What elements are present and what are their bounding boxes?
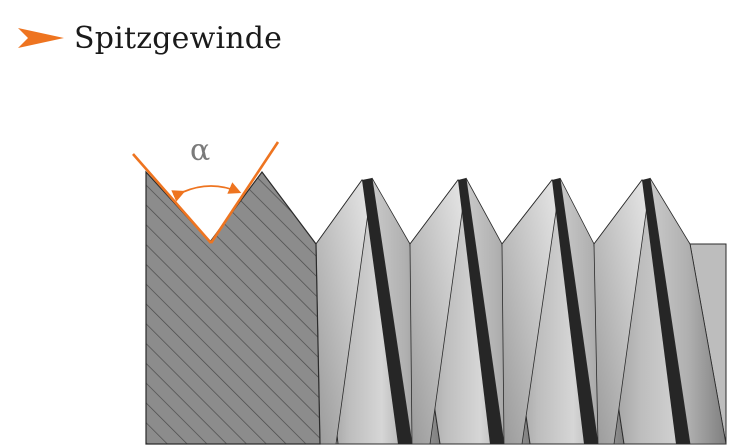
- flank-angle-indicator: α: [132, 133, 280, 244]
- heading: Spitzgewinde: [18, 16, 282, 60]
- page-title: Spitzgewinde: [74, 20, 283, 56]
- angle-label-alpha: α: [190, 133, 210, 168]
- orange-triangle-bullet-icon: [18, 28, 64, 48]
- thread-body: [315, 177, 727, 445]
- thread-crest: [593, 177, 727, 445]
- flank-line-right: [209, 141, 280, 244]
- angle-arc-arrow: [171, 182, 242, 202]
- thread-section-hatched: [145, 170, 321, 445]
